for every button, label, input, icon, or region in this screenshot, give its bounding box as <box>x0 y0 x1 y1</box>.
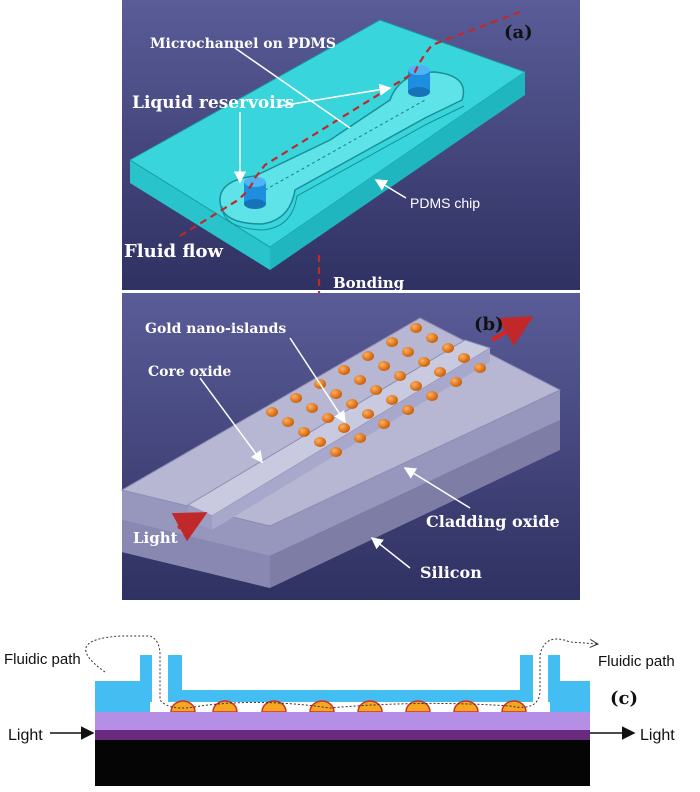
reservoir-leader-right <box>279 83 392 107</box>
reservoir-right-top <box>408 65 430 75</box>
core-oxide-label: Core oxide <box>148 364 231 380</box>
reservoirs-label: Liquid reservoirs <box>132 93 294 113</box>
gold-island <box>402 347 414 357</box>
core-oxide-leader <box>199 377 263 464</box>
pdms-cross-section <box>95 655 590 712</box>
panel-b: (b) Gold nano-islands Core oxide Claddin… <box>120 293 580 600</box>
gold-island <box>474 363 486 373</box>
light-out-arrow <box>490 315 534 346</box>
cladding-leader <box>403 467 471 509</box>
silicon-front <box>122 520 270 588</box>
gold-island <box>322 413 334 423</box>
fluid-flow-label: Fluid flow <box>124 241 223 262</box>
gold-island <box>410 323 422 333</box>
section-gold-island <box>501 700 527 713</box>
reservoir-right-bottom <box>408 87 430 97</box>
section-gold-island <box>357 700 383 713</box>
core-section <box>95 730 590 740</box>
reservoir-left <box>244 177 266 209</box>
cladding-label: Cladding oxide <box>426 512 560 531</box>
panel-b-light-label: Light <box>133 529 178 547</box>
gold-island <box>402 405 414 415</box>
fluidic-path-left-label: Fluidic path <box>4 651 81 668</box>
microchannel-label: Microchannel on PDMS <box>150 36 336 52</box>
core-side <box>212 348 490 530</box>
gold-island <box>346 399 358 409</box>
gold-island <box>338 365 350 375</box>
pdms-outlet-wall-right <box>548 655 560 681</box>
fluidic-path-right-label: Fluidic path <box>598 653 675 670</box>
gold-island <box>434 367 446 377</box>
gold-island <box>282 417 294 427</box>
gold-island <box>330 389 342 399</box>
section-gold-island <box>261 700 287 713</box>
reservoir-left-top <box>244 177 266 187</box>
channel-cavity <box>150 702 550 712</box>
fluid-flow-path <box>179 10 521 237</box>
gold-island <box>370 385 382 395</box>
gold-island <box>386 395 398 405</box>
light-left-label: Light <box>8 727 43 744</box>
gold-island <box>418 357 430 367</box>
gold-island <box>338 423 350 433</box>
pdms-left-face <box>130 160 270 270</box>
panel-a-tag: (a) <box>504 22 533 43</box>
gold-island <box>442 343 454 353</box>
light-right-label: Light <box>640 727 675 744</box>
gold-island <box>362 351 374 361</box>
gold-island <box>426 391 438 401</box>
gold-island <box>458 353 470 363</box>
gold-island <box>354 375 366 385</box>
gold-island <box>290 393 302 403</box>
microchannel-leader <box>234 47 351 129</box>
panel-c-tag: (c) <box>610 688 638 709</box>
section-gold-island <box>405 700 431 713</box>
section-gold-island <box>170 700 196 713</box>
gold-island <box>386 337 398 347</box>
gold-island <box>354 433 366 443</box>
panel-a: (a) Microchannel on PDMS Liquid reservoi… <box>122 0 580 290</box>
pdms-inlet-wall-left <box>140 655 152 681</box>
pdms-chip-leader <box>374 179 407 199</box>
gold-island <box>330 447 342 457</box>
gold-island <box>378 419 390 429</box>
section-gold-island <box>453 700 479 713</box>
gold-island <box>298 427 310 437</box>
pdms-right-face <box>270 72 525 270</box>
gold-island <box>306 403 318 413</box>
gold-leader <box>289 337 346 424</box>
silicon-section <box>95 740 590 786</box>
panel-b-tag: (b) <box>474 314 504 335</box>
microchannel <box>219 71 465 231</box>
silicon-label: Silicon <box>420 563 482 582</box>
reservoir-right-body <box>408 70 430 92</box>
reservoir-left-bottom <box>244 199 266 209</box>
silicon-layer <box>122 420 560 588</box>
gold-label: Gold nano-islands <box>145 321 286 337</box>
gold-island <box>266 407 278 417</box>
channel-centerline <box>264 99 426 191</box>
gold-island <box>362 409 374 419</box>
bonding-label: Bonding <box>333 274 405 292</box>
fluidic-path-line <box>85 635 598 709</box>
cladding-section <box>95 712 590 730</box>
gold-island <box>314 437 326 447</box>
channel-outline <box>219 71 465 225</box>
reservoir-right <box>408 65 430 97</box>
panel-c: Fluidic path Fluidic path (c) Light Ligh… <box>4 635 675 786</box>
pdms-chip-label: PDMS chip <box>410 195 480 211</box>
gold-island <box>410 381 422 391</box>
gold-island <box>378 361 390 371</box>
channel-wall <box>221 105 465 231</box>
gold-island <box>450 377 462 387</box>
gold-island <box>426 333 438 343</box>
silicon-leader <box>370 537 411 569</box>
light-in-arrow <box>171 512 208 542</box>
gold-island <box>394 371 406 381</box>
